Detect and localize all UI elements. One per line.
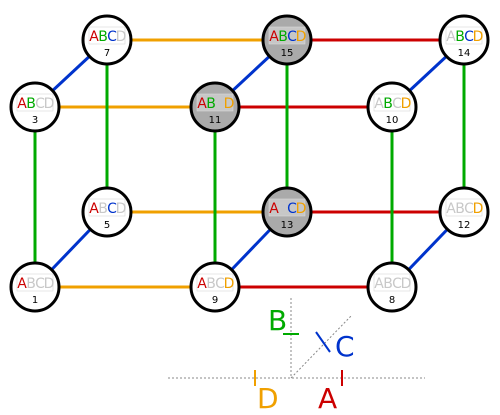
node-letter-b: B: [206, 276, 216, 292]
node-circle: [261, 14, 313, 66]
node-letter-a: A: [17, 96, 27, 112]
node-letter-d: D: [401, 276, 412, 292]
node-letter-b: B: [278, 29, 288, 45]
node-letter-a: A: [89, 201, 99, 217]
node-number: 7: [104, 48, 110, 59]
node-letter-d: D: [116, 29, 127, 45]
node-letter-b: B: [98, 201, 108, 217]
node-letter-b: B: [455, 29, 465, 45]
node-number: 1: [32, 295, 38, 306]
node-number: 13: [281, 220, 294, 231]
node-letter-box: [373, 273, 411, 292]
node-letter-b: B: [383, 276, 393, 292]
node-letter-b: B: [26, 276, 36, 292]
node-letter-d: D: [224, 276, 235, 292]
node-letter-box: [196, 273, 234, 292]
node-circle: [261, 186, 313, 238]
node-letter-box: [268, 198, 306, 217]
node-letter-b: B: [206, 96, 216, 112]
node-letter-c: C: [464, 29, 474, 45]
node-number: 15: [281, 48, 294, 59]
axis-c-label: C: [335, 330, 355, 363]
node-number: 3: [32, 115, 38, 126]
node-number: 12: [458, 220, 471, 231]
node-letter-box: [445, 198, 483, 217]
node-letter-box: [196, 93, 234, 112]
node-letter-d: D: [296, 201, 307, 217]
node-letter-a: A: [269, 201, 279, 217]
node-number: 8: [389, 295, 395, 306]
axis-legend: A D B C: [168, 298, 425, 415]
node-letter-c: C: [35, 276, 45, 292]
node-letter-b: B: [278, 201, 288, 217]
node-letter-b: B: [383, 96, 393, 112]
edges-layer: [33, 38, 466, 289]
node-letter-box: [373, 93, 411, 112]
node-letter-b: B: [98, 29, 108, 45]
node-letter-box: [445, 26, 483, 45]
node-letter-box: [88, 198, 126, 217]
node-letter-c: C: [35, 96, 45, 112]
node-number: 5: [104, 220, 110, 231]
axis-b-label: B: [268, 304, 287, 337]
node-letter-box: [16, 93, 54, 112]
node-letter-d: D: [473, 29, 484, 45]
node-letter-d: D: [224, 96, 235, 112]
diagonal-axis-line: [290, 314, 353, 379]
node-letter-a: A: [446, 201, 456, 217]
node-letter-c: C: [107, 201, 117, 217]
axis-a-label: A: [318, 382, 337, 415]
node-letter-a: A: [374, 96, 384, 112]
node-number: 10: [386, 115, 399, 126]
node-letter-b: B: [26, 96, 36, 112]
node-letter-a: A: [197, 96, 207, 112]
node-number: 14: [458, 48, 471, 59]
node-letter-c: C: [392, 96, 402, 112]
node-letter-d: D: [116, 201, 127, 217]
axis-c-tick: [315, 331, 331, 353]
node-letter-d: D: [401, 96, 412, 112]
node-letter-box: [88, 26, 126, 45]
node-letter-box: [16, 273, 54, 292]
node-letter-a: A: [89, 29, 99, 45]
node-letter-b: B: [455, 201, 465, 217]
node-letter-d: D: [296, 29, 307, 45]
node-circle: [189, 81, 241, 133]
node-letter-c: C: [215, 276, 225, 292]
node-letter-c: C: [392, 276, 402, 292]
node-letter-a: A: [269, 29, 279, 45]
node-letter-c: C: [287, 29, 297, 45]
node-letter-a: A: [446, 29, 456, 45]
axis-d-label: D: [257, 382, 279, 415]
node-letter-c: C: [215, 96, 225, 112]
node-letter-d: D: [473, 201, 484, 217]
node-number: 9: [212, 295, 218, 306]
node-letter-c: C: [107, 29, 117, 45]
node-letter-c: C: [464, 201, 474, 217]
node-number: 11: [209, 115, 222, 126]
node-letter-c: C: [287, 201, 297, 217]
node-letter-a: A: [374, 276, 384, 292]
node-letter-box: [268, 26, 306, 45]
node-letter-a: A: [197, 276, 207, 292]
node-letter-d: D: [44, 276, 55, 292]
node-letter-a: A: [17, 276, 27, 292]
node-letter-d: D: [44, 96, 55, 112]
